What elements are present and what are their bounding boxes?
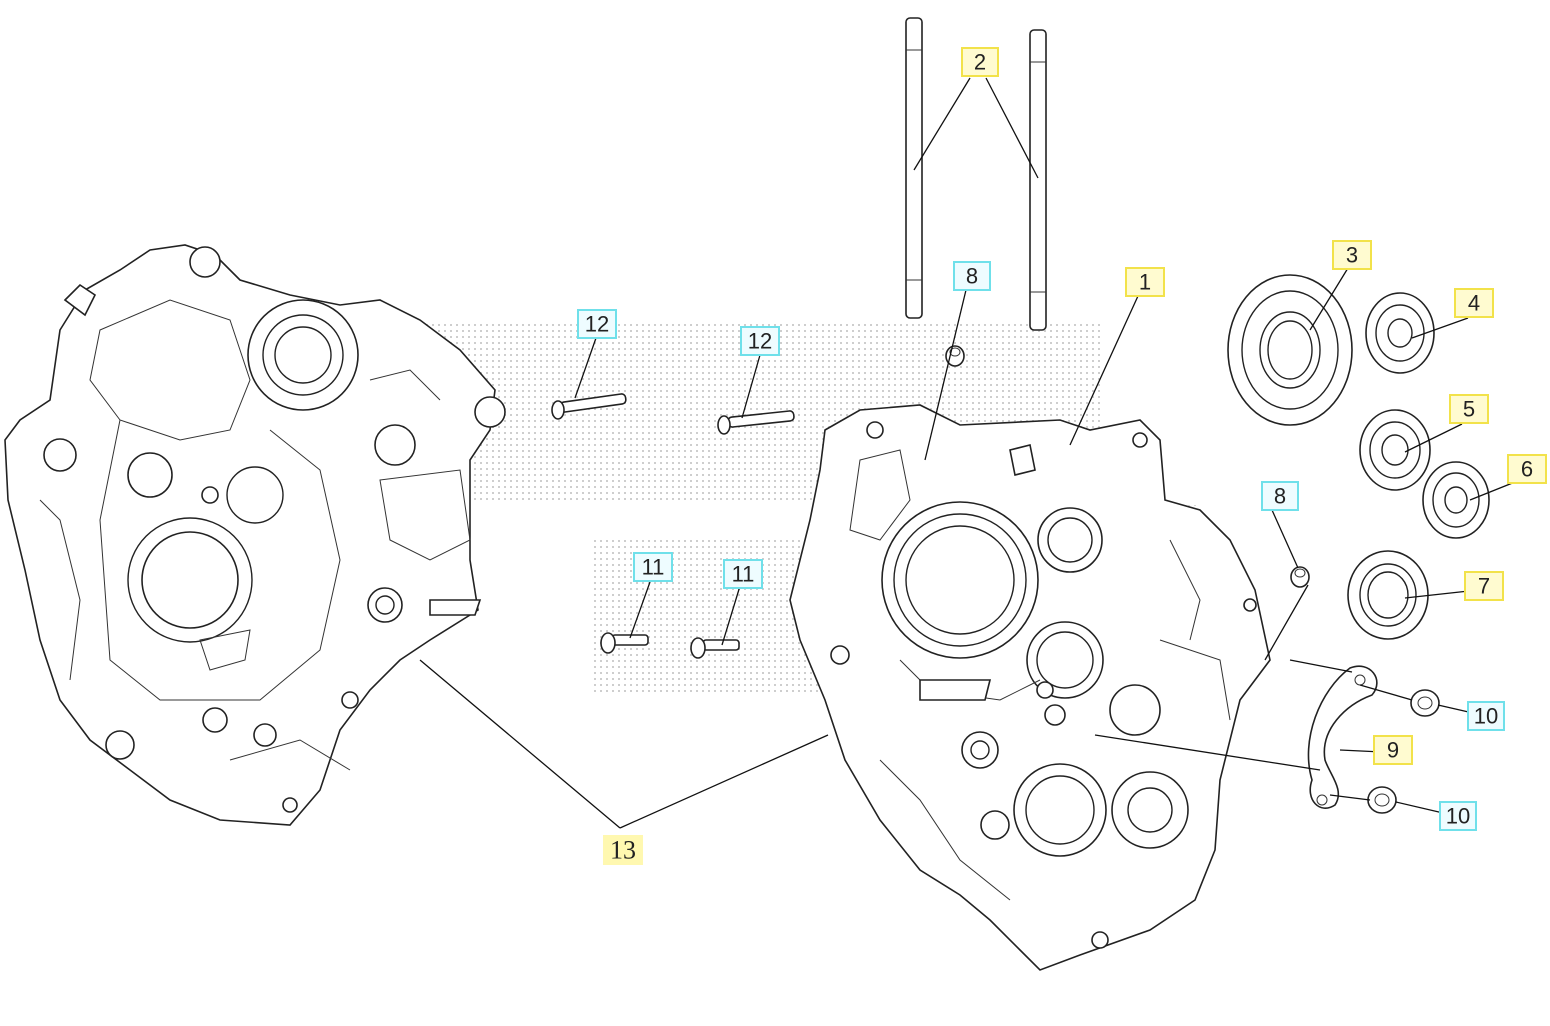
svg-text:10: 10 [1446,804,1470,829]
nut-10-top [1410,689,1440,717]
leader-lines [419,77,1521,829]
svg-text:10: 10 [1474,704,1498,729]
svg-text:8: 8 [1274,484,1286,509]
callout-8-top: 8 [953,261,991,291]
callout-12-right: 12 [740,326,780,356]
bearing-4 [1365,292,1435,374]
svg-text:6: 6 [1521,457,1533,482]
bolt-11-right [690,637,740,659]
left-crankcase-half [4,244,506,826]
svg-text:7: 7 [1478,574,1490,599]
long-stud-left [905,17,923,319]
svg-text:4: 4 [1468,291,1480,316]
svg-text:8: 8 [966,264,978,289]
dowel-pin-top [945,345,965,367]
callout-10-bottom: 10 [1439,801,1477,831]
callout-12-left: 12 [577,309,617,339]
callout-3: 3 [1332,240,1372,270]
bolt-11-left [600,632,649,654]
bolt-12-left [551,393,627,420]
callout-2: 2 [961,47,999,77]
nut-10-bottom [1367,786,1397,814]
svg-text:1: 1 [1139,270,1151,295]
bearing-6 [1422,461,1490,539]
svg-text:9: 9 [1387,738,1399,763]
callout-8-right: 8 [1261,481,1299,511]
callout-11-right: 11 [723,559,763,589]
svg-text:3: 3 [1346,243,1358,268]
dowel-pin-right [1290,566,1310,588]
callout-4: 4 [1454,288,1494,318]
bearing-7 [1347,550,1429,640]
callout-10-top: 10 [1467,701,1505,731]
bearing-5 [1359,409,1431,491]
svg-text:5: 5 [1463,397,1475,422]
callout-7: 7 [1464,571,1504,601]
callout-5: 5 [1449,394,1489,424]
svg-text:12: 12 [585,312,609,337]
callout-11-left: 11 [633,552,673,582]
svg-text:13: 13 [610,836,636,865]
right-crankcase-half [789,404,1271,971]
svg-text:2: 2 [974,50,986,75]
callout-9: 9 [1373,735,1413,765]
svg-text:11: 11 [642,555,665,580]
bolt-12-right [717,410,795,435]
svg-text:11: 11 [732,562,755,587]
retainer-plate-9 [1307,665,1378,809]
callout-13: 13 [603,835,643,865]
long-stud-right [1029,29,1047,331]
callout-1: 1 [1125,267,1165,297]
svg-text:12: 12 [748,329,772,354]
bearing-3 [1227,274,1353,426]
callout-6: 6 [1507,454,1547,484]
